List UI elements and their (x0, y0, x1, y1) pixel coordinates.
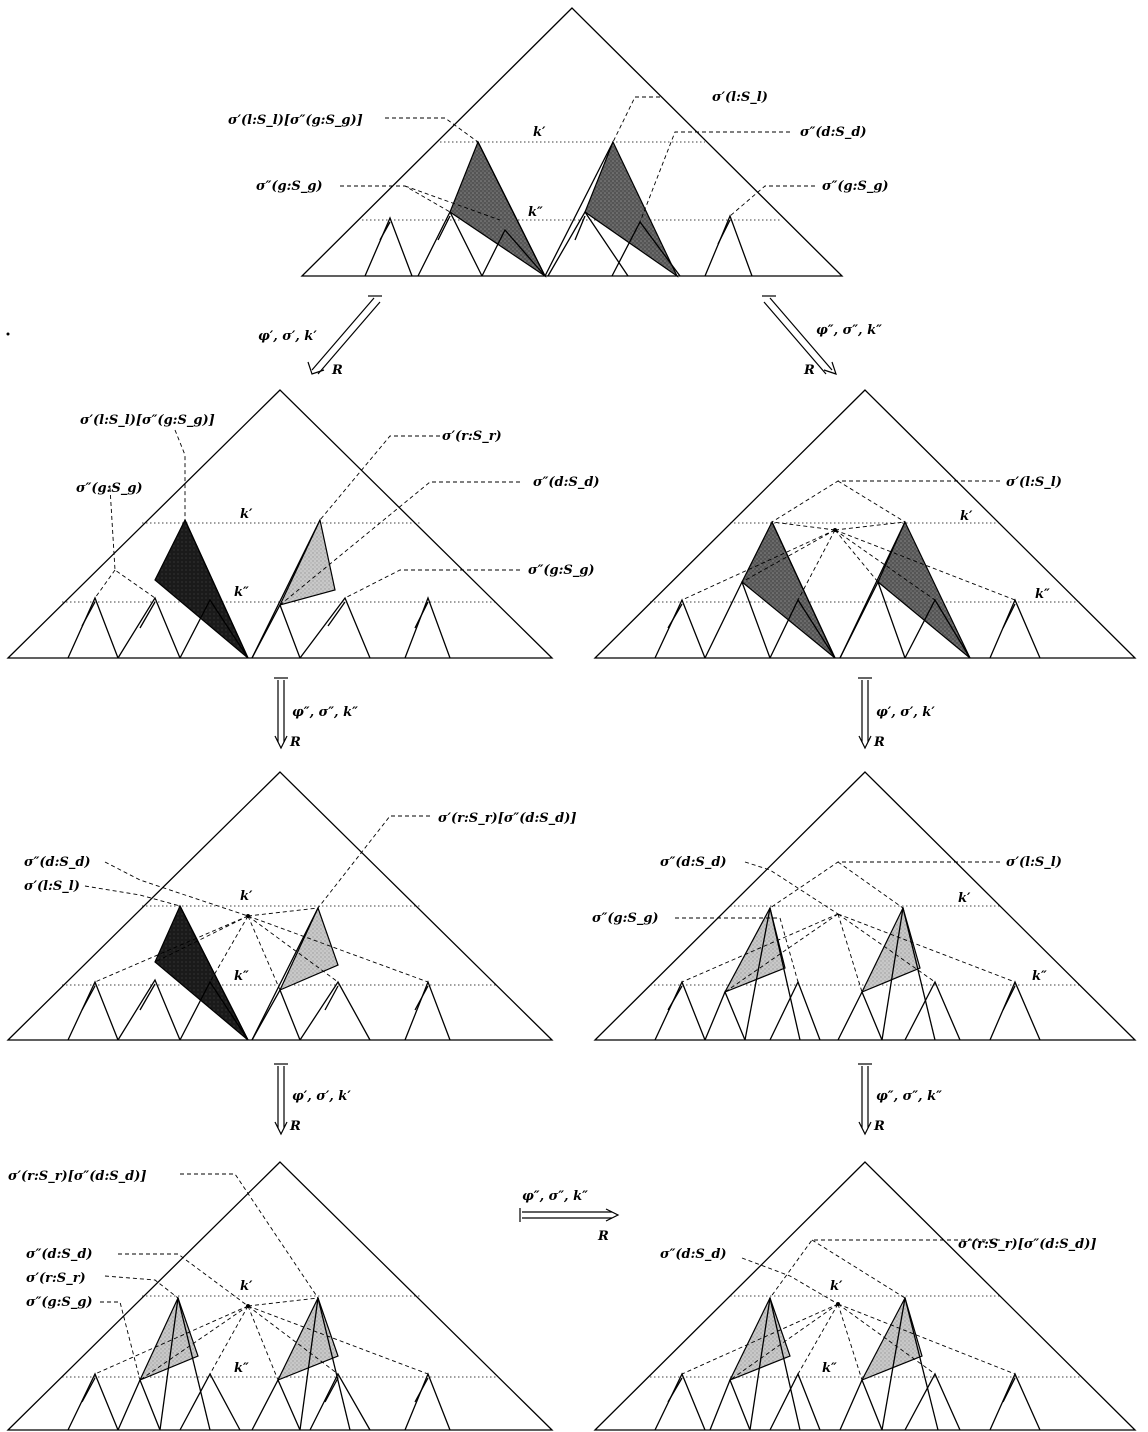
label: σ′(r:S_r)[σ″(d:S_d)] (958, 1237, 1097, 1252)
big-triangle (6, 389, 554, 659)
label: σ″(g:S_g) (528, 563, 595, 578)
label: σ′(l:S_l) (24, 879, 80, 894)
label: σ′(r:S_r)[σ″(d:S_d)] (438, 811, 577, 826)
arrow-label: φ″, σ″, k″ (816, 323, 882, 338)
arrow-rel: R (289, 735, 301, 750)
arrow-label: φ″, σ″, k″ (876, 1089, 942, 1104)
label: σ″(g:S_g) (822, 179, 889, 194)
shaded-region (278, 518, 336, 606)
panel-2: σ′(l:S_l)[σ″(g:S_g)] σ″(g:S_g) σ′(r:S_r)… (6, 389, 600, 659)
shaded-region (278, 906, 339, 992)
label: σ″(g:S_g) (26, 1295, 93, 1310)
arrow-label: φ″, σ″, k″ (292, 705, 358, 720)
label: σ′(r:S_r) (442, 429, 502, 444)
arrows (274, 295, 872, 1222)
panel-3: σ′(l:S_l) k′ k″ (593, 389, 1137, 659)
arrow-diag-left (307, 295, 382, 375)
arrow-label: φ′, σ′, k′ (292, 1089, 351, 1104)
arrow-down (858, 677, 872, 750)
k-double-prime-label: k″ (1032, 969, 1047, 984)
label: σ′(l:S_l) (1006, 475, 1062, 490)
arrow-diag-right (762, 295, 837, 375)
arrow-label: φ″, σ″, k″ (522, 1189, 588, 1204)
arrow-rel: R (873, 735, 885, 750)
arrow-rel: R (803, 363, 815, 378)
arrow-rel: R (331, 363, 343, 378)
label: σ″(d:S_d) (660, 1247, 727, 1262)
shaded-region (877, 520, 971, 659)
label: σ″(d:S_d) (26, 1247, 93, 1262)
panel-4: σ′(r:S_r)[σ″(d:S_d)] σ″(d:S_d) σ′(l:S_l)… (6, 771, 577, 1041)
panel-6: σ′(r:S_r)[σ″(d:S_d)] σ″(d:S_d) σ′(r:S_r)… (6, 1161, 554, 1431)
label: σ′(r:S_r)[σ″(d:S_d)] (8, 1169, 147, 1184)
arrow-rel: R (597, 1229, 609, 1244)
arrow-down (274, 1063, 288, 1136)
k-double-prime-label: k″ (528, 205, 543, 220)
k-double-prime-label: k″ (234, 969, 249, 984)
panel-7: σ″(d:S_d) σ′(r:S_r)[σ″(d:S_d)] k′ k″ (593, 1161, 1137, 1431)
arrow-down (858, 1063, 872, 1136)
panel-1: σ′(l:S_l)[σ″(g:S_g)] σ″(g:S_g) σ′(l:S_l)… (228, 7, 889, 278)
k-double-prime-label: k″ (234, 585, 249, 600)
panel-5: σ″(d:S_d) σ′(l:S_l) σ″(g:S_g) k′ k″ (592, 771, 1137, 1041)
label: σ″(d:S_d) (660, 855, 727, 870)
k-prime-label: k′ (240, 1279, 253, 1294)
label: σ″(g:S_g) (592, 911, 659, 926)
k-prime-label: k′ (958, 891, 971, 906)
shaded-region (741, 520, 836, 659)
arrow-label: φ′, σ′, k′ (258, 329, 317, 344)
big-triangle (593, 1161, 1137, 1431)
arrow-label: φ′, σ′, k′ (876, 705, 935, 720)
big-triangle (593, 389, 1137, 659)
big-triangle (6, 771, 554, 1041)
label: σ′(l:S_l) (712, 90, 768, 105)
big-triangle (6, 1161, 554, 1431)
label: σ″(d:S_d) (800, 125, 867, 140)
label: σ′(l:S_l)[σ″(g:S_g)] (228, 113, 363, 128)
label: σ″(d:S_d) (24, 855, 91, 870)
label: σ″(d:S_d) (533, 475, 600, 490)
k-double-prime-label: k″ (822, 1361, 837, 1376)
arrow-rel: R (873, 1119, 885, 1134)
label: σ″(g:S_g) (256, 179, 323, 194)
k-prime-label: k′ (240, 507, 253, 522)
arrow-down (274, 677, 288, 750)
arrow-rel: R (289, 1119, 301, 1134)
label: σ′(r:S_r) (26, 1271, 86, 1286)
k-prime-label: k′ (830, 1279, 843, 1294)
k-prime-label: k′ (960, 509, 973, 524)
shaded-region (860, 1296, 923, 1382)
arrow-right (519, 1208, 620, 1222)
label: σ′(l:S_l) (1006, 855, 1062, 870)
k-prime-label: k′ (240, 889, 253, 904)
k-prime-label: k′ (533, 125, 546, 140)
big-triangle (300, 7, 844, 277)
k-double-prime-label: k″ (234, 1361, 249, 1376)
label: σ″(g:S_g) (76, 481, 143, 496)
label: σ′(l:S_l)[σ″(g:S_g)] (80, 413, 215, 428)
k-double-prime-label: k″ (1035, 587, 1050, 602)
shaded-region (723, 906, 786, 994)
